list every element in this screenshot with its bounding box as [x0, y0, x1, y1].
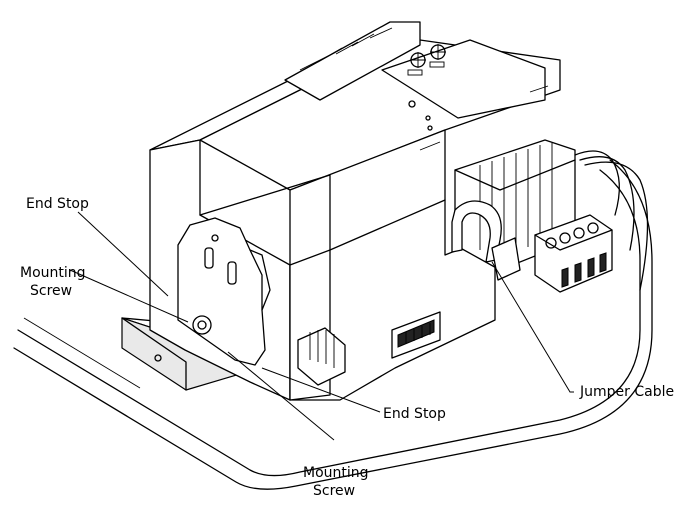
terminal-plug — [534, 214, 613, 293]
leader-mounting-screw-left — [69, 269, 189, 323]
wires — [574, 150, 649, 291]
label-jumper-cable: Jumper Cable — [580, 384, 675, 400]
end-stop-bracket — [177, 217, 271, 366]
leader-mounting-screw-bottom — [227, 351, 335, 441]
jumper-cable — [451, 200, 521, 281]
label-end-stop-left: End Stop — [26, 196, 89, 212]
label-end-stop-bottom: End Stop — [383, 406, 446, 422]
terminal-screw-icon — [545, 237, 557, 249]
leader-lines — [69, 211, 574, 441]
leader-end-stop-left — [77, 211, 169, 297]
terminal-screw-icon — [573, 227, 585, 239]
pin-header-left — [297, 327, 346, 386]
pin-header-right — [391, 311, 441, 359]
label-mounting-screw-bottom-line2: Screw — [313, 483, 356, 499]
mounting-screw-icon — [192, 315, 212, 335]
terminal-screw-icon — [559, 232, 571, 244]
indicator-marks — [408, 85, 549, 151]
leader-jumper-cable — [491, 261, 574, 393]
leader-end-stop-bottom — [261, 367, 381, 413]
label-mounting-screw-left-line1: Mounting — [20, 265, 86, 281]
rail-hole-icon — [154, 354, 162, 362]
label-mounting-screw-bottom-line1: Mounting — [303, 465, 369, 481]
rotary-switches — [407, 44, 446, 76]
terminal-screw-icon — [587, 222, 599, 234]
mounting-panel — [13, 159, 653, 490]
label-mounting-screw-left-line2: Screw — [30, 283, 73, 299]
